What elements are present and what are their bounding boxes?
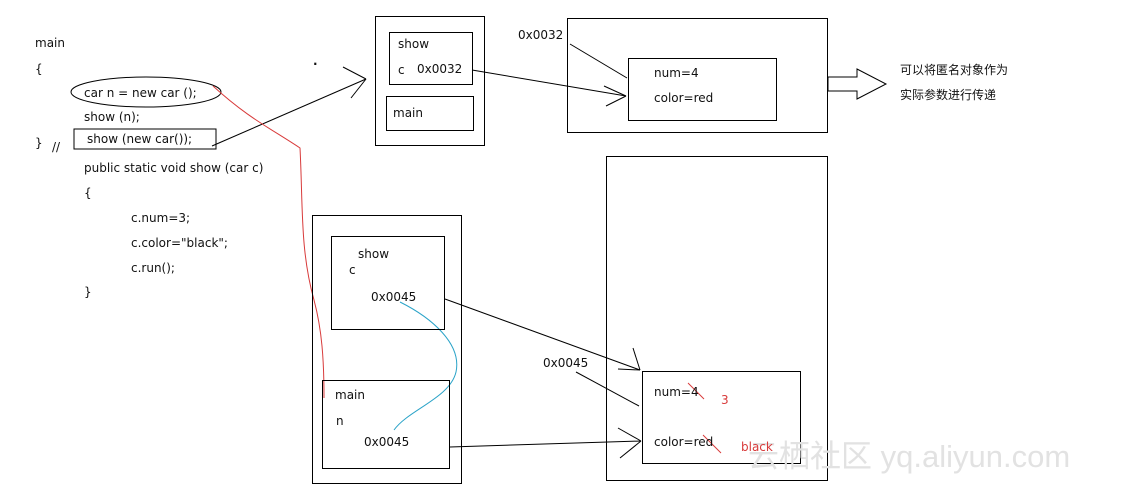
- top-num-field: num=4: [654, 66, 699, 80]
- top-heap-area: [567, 18, 828, 133]
- code-method-signature: public static void show (car c): [84, 161, 264, 175]
- code-show-n: show (n);: [84, 110, 140, 124]
- top-color-field: color=red: [654, 91, 714, 105]
- bottom-stack-frame: [312, 215, 462, 484]
- top-show-label: show: [398, 37, 430, 51]
- top-stack-frame: [375, 16, 485, 146]
- bottom-color-field: color=red: [654, 435, 714, 449]
- watermark: 云栖社区 yq.aliyun.com: [748, 439, 1071, 474]
- bottom-main-frame: [322, 380, 450, 469]
- code-open-brace: {: [35, 62, 43, 76]
- top-heap-object: [628, 58, 777, 121]
- bottom-heap-area: [606, 156, 828, 481]
- code-method-close: }: [84, 285, 92, 299]
- code-method-open: {: [84, 186, 92, 200]
- hollow-arrow: [827, 68, 888, 100]
- top-main-label: main: [393, 106, 423, 120]
- top-c-address: 0x0032: [417, 62, 463, 76]
- bottom-heap-address: 0x0045: [543, 356, 589, 370]
- code-close-brace: }: [35, 136, 43, 150]
- code-stmt-run: c.run();: [131, 261, 175, 275]
- bottom-main-arrow: [449, 427, 642, 459]
- stray-dot: .: [313, 54, 318, 68]
- highlight-oval: [70, 76, 222, 108]
- red-curve: [212, 85, 325, 399]
- bottom-main-label: main: [335, 388, 365, 402]
- code-main: main: [35, 36, 65, 50]
- bottom-heap-object: [642, 371, 801, 464]
- bottom-show-frame: [331, 236, 445, 330]
- bottom-show-arrow: [444, 298, 641, 407]
- code-stmt-color: c.color="black";: [131, 236, 228, 250]
- top-c-label: c: [398, 63, 405, 77]
- blue-curve: [393, 301, 458, 431]
- bottom-num-new-value: 3: [721, 393, 729, 407]
- top-heap-address: 0x0032: [518, 28, 564, 42]
- strike-color: [702, 434, 722, 454]
- strike-num: [687, 382, 705, 400]
- bottom-show-label: show: [358, 247, 390, 261]
- bottom-num-field: num=4: [654, 385, 699, 399]
- top-main-frame: [386, 96, 474, 131]
- call-arrow: [211, 66, 367, 147]
- annotation-line-2: 实际参数进行传递: [900, 88, 997, 102]
- bottom-n-address: 0x0045: [364, 435, 410, 449]
- annotation-line-1: 可以将匿名对象作为: [900, 63, 1009, 77]
- bottom-c-label: c: [349, 263, 356, 277]
- top-reference-arrow: [471, 43, 628, 107]
- code-stmt-num: c.num=3;: [131, 211, 191, 225]
- highlight-rect: [73, 128, 217, 150]
- bottom-color-new-value: black: [741, 440, 773, 454]
- bottom-n-label: n: [336, 414, 344, 428]
- code-comment: //: [52, 140, 61, 154]
- code-show-anon: show (new car());: [87, 132, 193, 146]
- top-show-frame: [389, 32, 473, 85]
- bottom-c-address: 0x0045: [371, 290, 417, 304]
- code-new-car: car n = new car ();: [84, 86, 197, 100]
